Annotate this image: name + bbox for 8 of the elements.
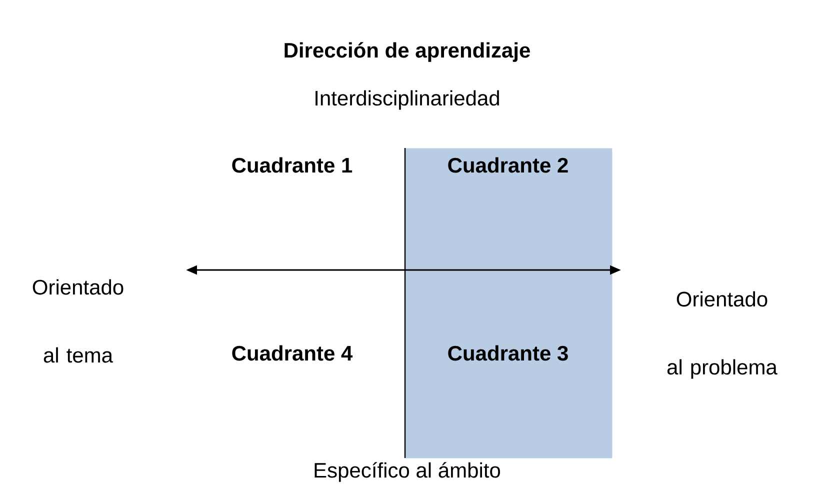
axis-label: Específico al ámbito [314, 462, 500, 482]
shaded-quadrant: Cuadrante 2 Cuadrante 3 [405, 148, 612, 458]
quadrant-label: Cuadrante 4 [232, 345, 353, 361]
axis-label: Orientado al tema [32, 279, 124, 363]
title: Dirección de aprendizaje [284, 42, 530, 62]
axis-label: Orientado al problema [667, 291, 778, 379]
axis-label: Interdisciplinariedad [316, 90, 499, 110]
quadrant-label: Cuadrante 1 [232, 157, 352, 173]
